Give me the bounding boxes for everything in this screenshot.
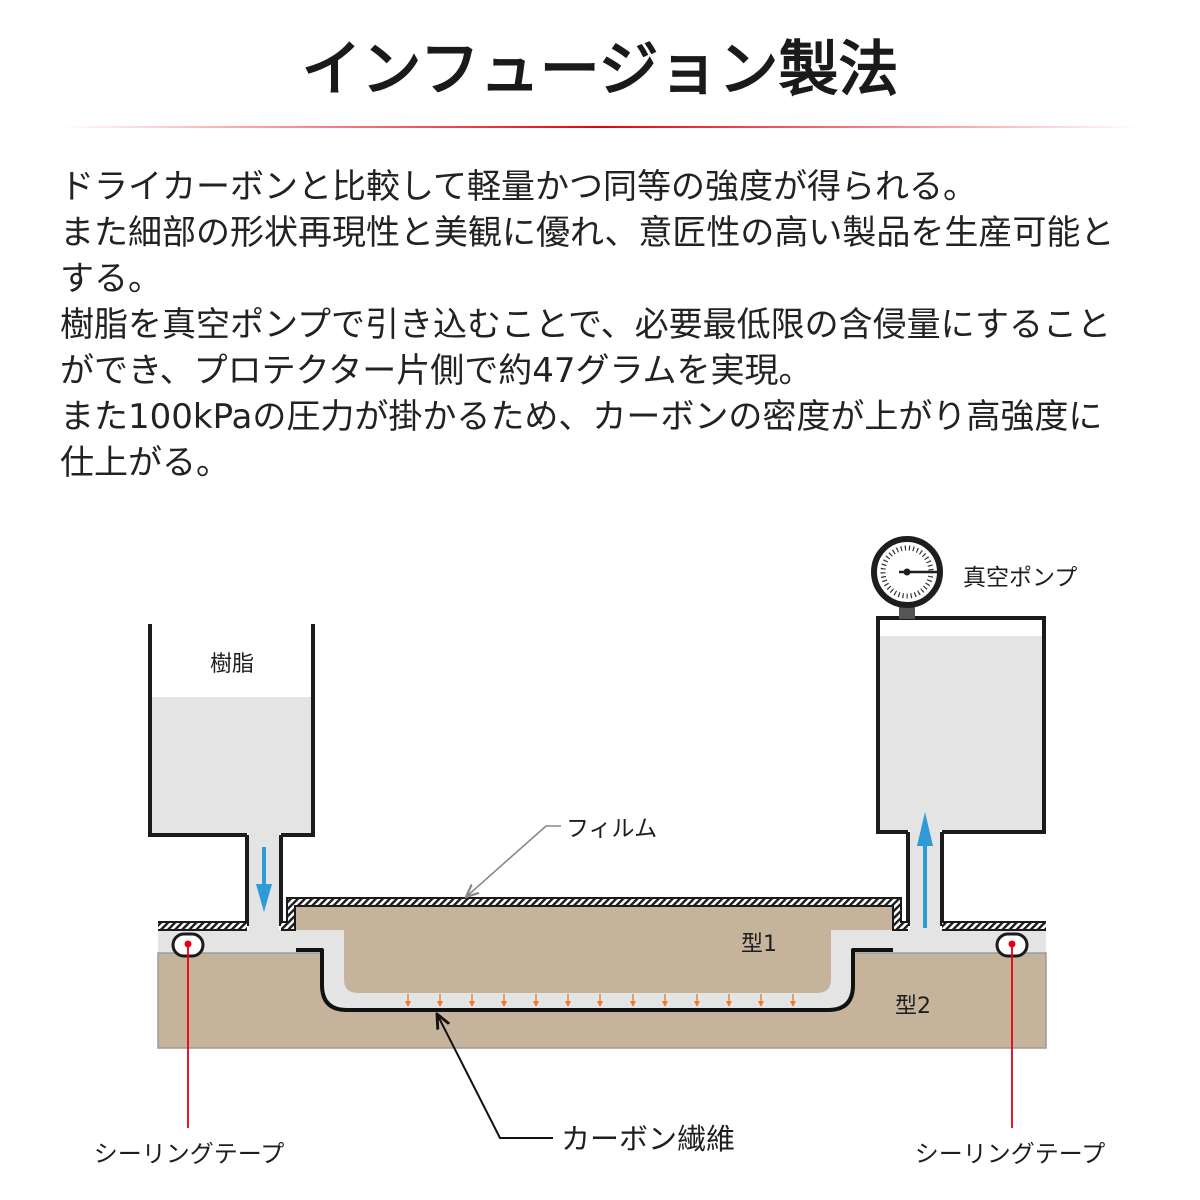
- pressure-arrow-icon: [501, 994, 507, 1007]
- vacuum-container: [876, 616, 1046, 834]
- vacuum-outlet-pipe: [906, 832, 944, 926]
- pressure-gauge-icon: [871, 536, 943, 619]
- mold-2-label: 型2: [895, 994, 931, 1019]
- resin-label: 樹脂: [210, 652, 254, 677]
- pressure-arrow-icon: [565, 994, 571, 1007]
- pressure-arrow-icon: [630, 994, 636, 1007]
- carbon-fiber-layer: [296, 948, 893, 1012]
- pressure-arrow-icon: [726, 994, 732, 1007]
- resin-container: [148, 624, 315, 837]
- sealing-tape-left: [171, 932, 205, 1128]
- description-line: 樹脂を真空ポンプで引き込むことで、必要最低限の含侵量にすること: [60, 305, 1111, 345]
- arrow-up-icon: [917, 812, 933, 928]
- carbon-fiber-label: カーボン繊維: [561, 1122, 735, 1156]
- title-divider: [60, 126, 1140, 128]
- film-leader-line: [466, 825, 561, 897]
- vacuum-film: [158, 897, 1046, 931]
- film-label: フィルム: [566, 816, 657, 842]
- vacuum-pump-label: 真空ポンプ: [963, 565, 1077, 591]
- description-line: また100kPaの圧力が掛かるため、カーボンの密度が上がり高強度に: [60, 397, 1103, 437]
- mold-1: [296, 907, 892, 993]
- pressure-arrow-icon: [533, 994, 539, 1007]
- description-line: ドライカーボンと比較して軽量かつ同等の強度が得られる。: [60, 167, 977, 207]
- description-line: また細部の形状再現性と美観に優れ、意匠性の高い製品を生産可能と: [60, 213, 1115, 253]
- pressure-arrow-icon: [790, 994, 796, 1007]
- resin-inlet-pipe: [245, 835, 283, 926]
- vacuum-container-fill: [880, 636, 1042, 830]
- description: ドライカーボンと比較して軽量かつ同等の強度が得られる。 また細部の形状再現性と美…: [60, 164, 1180, 486]
- page-title: インフュージョン製法: [301, 35, 899, 105]
- mold-1-label: 型1: [741, 932, 777, 957]
- carbon-fiber-leader-line: [437, 1014, 553, 1139]
- pressure-arrow-icon: [597, 994, 603, 1007]
- sealing-tape-right-label: シーリングテープ: [915, 1140, 1106, 1168]
- pressure-arrow-icon: [758, 994, 764, 1007]
- description-line: する。: [60, 259, 162, 299]
- pressure-arrow-icon: [437, 994, 443, 1007]
- description-line: 仕上がる。: [60, 443, 230, 483]
- description-line: ができ、プロテクター片側で約47グラムを実現。: [60, 351, 813, 391]
- resin-fill: [152, 697, 311, 833]
- infusion-process-diagram: 樹脂 真空ポンプ フィルム 型1 型2 シーリングテープ シーリングテープ カー…: [94, 536, 1106, 1168]
- pressure-arrow-icon: [662, 994, 668, 1007]
- pressure-arrow-icon: [405, 994, 411, 1007]
- pressure-arrow-icon: [694, 994, 700, 1007]
- sealing-tape-left-label: シーリングテープ: [94, 1140, 285, 1168]
- sealing-tape-right: [995, 932, 1029, 1128]
- pressure-arrow-icon: [469, 994, 475, 1007]
- arrow-down-icon: [256, 847, 272, 912]
